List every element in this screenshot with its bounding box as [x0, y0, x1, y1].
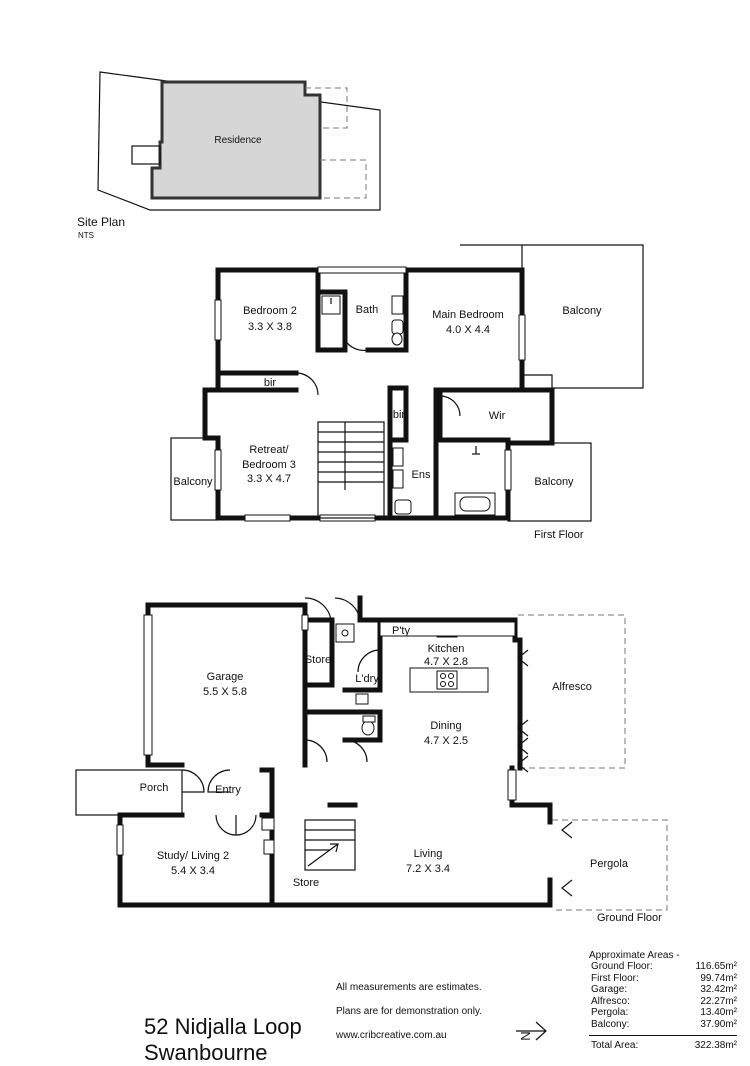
room-pantry: P'ty — [392, 625, 410, 637]
site-plan: Residence Site Plan NTS — [77, 71, 381, 240]
area-label: Pergola: — [591, 1007, 629, 1019]
residence-footprint — [150, 80, 322, 200]
area-value: 22.27m² — [700, 995, 737, 1007]
ground-floor-fixtures — [261, 621, 516, 855]
area-row-balcony: Balcony: 37.90m² — [589, 1019, 737, 1031]
first-floor-label: First Floor — [534, 529, 584, 541]
room-store-1: Store — [305, 654, 331, 666]
area-heading: Approximate Areas - — [589, 950, 680, 961]
area-value: 13.40m² — [700, 1007, 737, 1019]
area-value: 99.74m² — [700, 972, 737, 984]
room-study-name: Study/ Living 2 — [157, 850, 229, 862]
room-store-2: Store — [293, 877, 319, 889]
room-ens: Ens — [412, 469, 431, 481]
ground-floor-plan: Garage 5.5 X 5.8 Store P'ty Kitchen 4.7 … — [75, 595, 668, 924]
area-row-first-floor: First Floor: 99.74m² — [589, 973, 737, 985]
room-alfresco: Alfresco — [552, 681, 592, 693]
room-entry: Entry — [215, 784, 241, 796]
note-demonstration: Plans are for demonstration only. — [336, 1006, 483, 1017]
first-floor-fixtures — [321, 295, 496, 516]
area-schedule: Approximate Areas - Ground Floor: 116.65… — [589, 950, 737, 1051]
address-line2: Swanbourne — [144, 1040, 268, 1065]
residence-label: Residence — [214, 135, 262, 146]
room-kitchen-size: 4.7 X 2.8 — [424, 656, 468, 668]
area-label: Garage: — [591, 984, 628, 996]
note-estimates: All measurements are estimates. — [336, 982, 482, 993]
room-study-size: 5.4 X 3.4 — [171, 865, 215, 877]
room-pergola: Pergola — [590, 858, 629, 870]
room-main-bedroom-name: Main Bedroom — [432, 309, 504, 321]
first-floor-stairs — [317, 421, 385, 519]
site-porch-outline — [131, 145, 161, 165]
room-garage-name: Garage — [207, 671, 244, 683]
room-kitchen-name: Kitchen — [428, 643, 465, 655]
room-living-name: Living — [414, 848, 443, 860]
room-bath: Bath — [356, 304, 379, 316]
room-wir: Wir — [489, 410, 506, 422]
area-total-value: 322.38m² — [694, 1039, 737, 1051]
room-balcony-top: Balcony — [562, 305, 602, 317]
area-value: 32.42m² — [700, 984, 737, 996]
svg-text:N: N — [518, 1031, 533, 1040]
area-row-total: Total Area: 322.38m² — [589, 1040, 737, 1052]
room-bedroom2-name: Bedroom 2 — [243, 305, 297, 317]
room-retreat-name-1: Retreat/ — [249, 444, 289, 456]
area-label: Alfresco: — [591, 995, 630, 1007]
room-bir-2: bir — [393, 409, 406, 421]
room-retreat-name-2: Bedroom 3 — [242, 459, 296, 471]
alfresco-outline — [518, 614, 626, 769]
room-laundry: L'dry — [355, 673, 379, 685]
area-row-ground-floor: Ground Floor: 116.65m² — [589, 961, 737, 973]
room-porch: Porch — [140, 782, 169, 794]
site-plan-title: Site Plan — [77, 215, 125, 229]
pergola-outline — [552, 819, 668, 911]
ground-floor-label: Ground Floor — [597, 912, 662, 924]
area-value: 116.65m² — [695, 961, 737, 972]
room-balcony-right: Balcony — [534, 476, 574, 488]
room-bir-1: bir — [264, 377, 277, 389]
area-label: Balcony: — [591, 1018, 630, 1030]
area-row-pergola: Pergola: 13.40m² — [589, 1007, 737, 1019]
area-value: 37.90m² — [700, 1018, 737, 1030]
area-label: Ground Floor: — [591, 961, 653, 972]
room-retreat-size: 3.3 X 4.7 — [247, 473, 291, 485]
room-living-size: 7.2 X 3.4 — [406, 863, 450, 875]
room-balcony-left: Balcony — [173, 476, 213, 488]
room-bedroom2-size: 3.3 X 3.8 — [248, 321, 292, 333]
balcony-top-outline — [460, 244, 644, 389]
room-main-bedroom-size: 4.0 X 4.4 — [446, 324, 490, 336]
room-dining-size: 4.7 X 2.5 — [424, 735, 468, 747]
site-plan-scale: NTS — [78, 231, 94, 240]
north-arrow-icon: N — [516, 1021, 547, 1041]
first-floor-plan: Bedroom 2 3.3 X 3.8 Bath Main Bedroom 4.… — [170, 244, 644, 541]
note-website: www.cribcreative.com.au — [336, 1030, 447, 1041]
room-dining-name: Dining — [430, 720, 461, 732]
site-boundary — [97, 71, 381, 211]
ground-floor-stairs — [304, 819, 356, 871]
area-divider — [589, 1034, 737, 1040]
room-garage-size: 5.5 X 5.8 — [203, 686, 247, 698]
area-total-label: Total Area: — [591, 1039, 639, 1051]
address-line1: 52 Nidjalla Loop — [144, 1014, 302, 1039]
area-label: First Floor: — [591, 972, 639, 984]
area-row-garage: Garage: 32.42m² — [589, 984, 737, 996]
area-row-alfresco: Alfresco: 22.27m² — [589, 996, 737, 1008]
